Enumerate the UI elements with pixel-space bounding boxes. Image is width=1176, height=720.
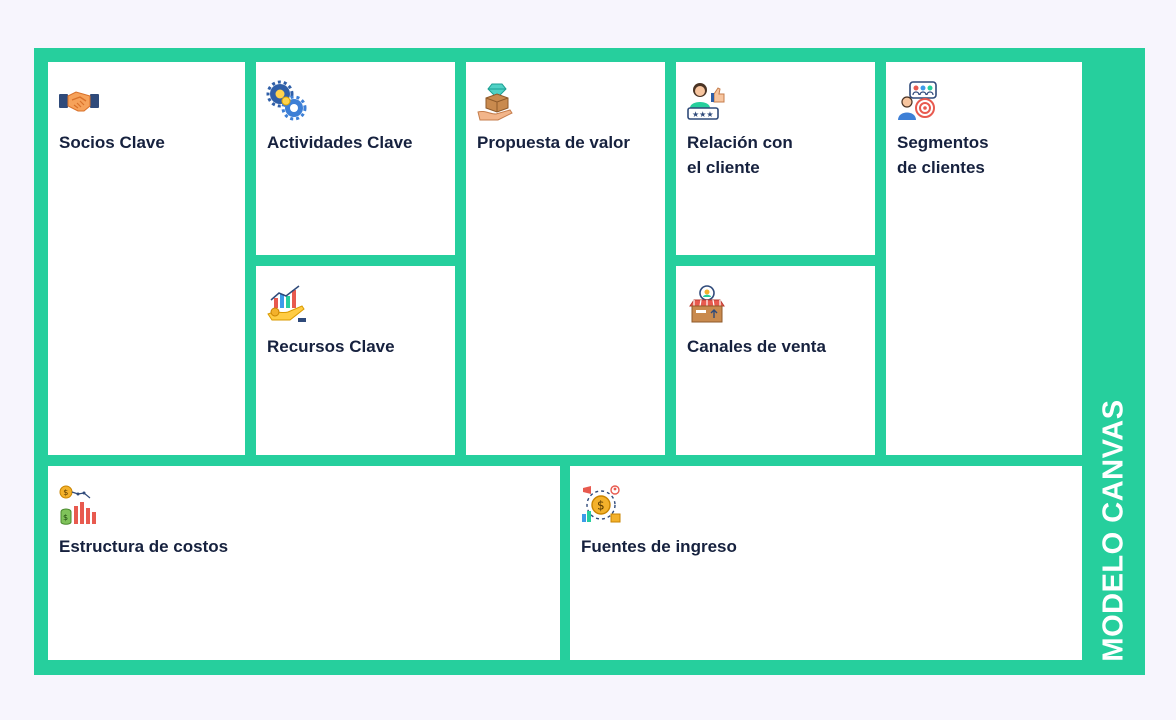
gift-box-diamond-icon [477,83,513,121]
block-label: Relación con el cliente [687,133,793,177]
svg-text:$: $ [63,488,68,497]
block-actividades-clave[interactable]: Actividades Clave [256,62,455,255]
block-label: Propuesta de valor [477,133,631,152]
block-label: Actividades Clave [267,133,413,152]
target-audience-icon [898,81,937,120]
block-propuesta-de-valor[interactable]: Propuesta de valor [466,62,665,455]
block-segmentos-de-clientes[interactable]: Segmentos de clientes [886,62,1082,455]
block-label: Estructura de costos [59,537,229,556]
canvas-side-title: MODELO CANVAS [1083,399,1145,661]
svg-text:$: $ [597,499,605,513]
block-socios-clave[interactable]: Socios Clave [48,62,245,455]
block-label: Canales de venta [687,337,826,356]
svg-text:★★★: ★★★ [692,110,714,119]
block-canales-de-venta[interactable]: Canales de venta [676,266,875,455]
block-label: Socios Clave [59,133,165,152]
storefront-icon [689,285,725,323]
money-bars-icon: $ $ [59,485,96,525]
coin-cycle-icon: $ [582,485,621,523]
block-recursos-clave[interactable]: Recursos Clave [256,266,455,455]
hand-growth-chart-icon [267,285,306,322]
block-estructura-de-costos[interactable]: $ $ Estructura de costos [48,466,560,660]
block-fuentes-de-ingreso[interactable]: $ Fuentes de ingreso [570,466,1082,660]
block-label: Recursos Clave [267,337,395,356]
customer-rating-icon: ★★★ [687,83,725,120]
side-title-text: MODELO CANVAS [1097,398,1130,662]
block-label: Segmentos de clientes [897,133,989,177]
handshake-icon [59,91,99,112]
block-label: Fuentes de ingreso [581,537,737,556]
svg-text:$: $ [63,513,68,522]
block-relacion-con-el-cliente[interactable]: ★★★ Relación con el cliente [676,62,875,255]
gears-icon [266,80,307,121]
